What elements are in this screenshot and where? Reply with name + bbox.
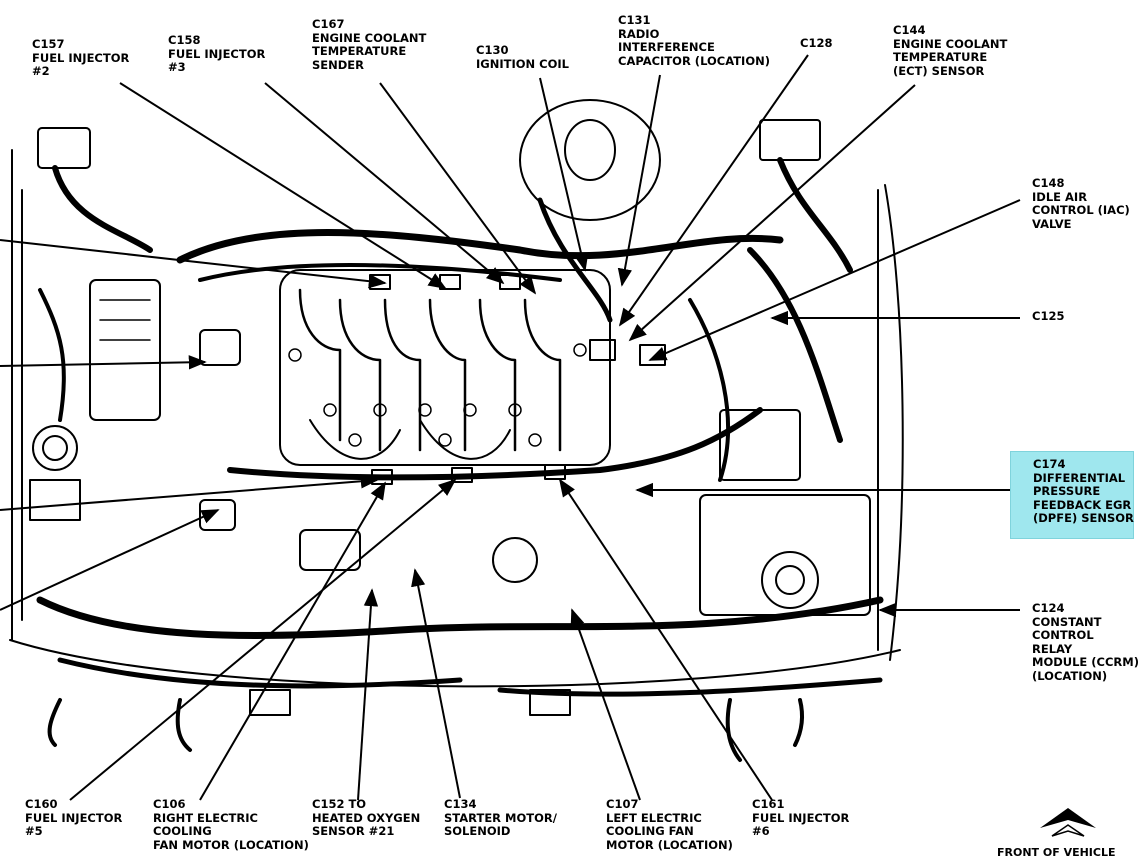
leader-c128 [618,54,809,327]
c174-highlight [1010,451,1134,539]
leader-left-1 [0,239,387,289]
leader-lines [0,54,1021,801]
leader-c107 [570,608,641,801]
engine-artwork [9,99,904,762]
leader-c130 [539,77,589,272]
leader-c144 [628,84,916,342]
front-arrow-icon [1040,808,1096,837]
leader-c160 [69,478,457,801]
leader-c157 [119,82,447,289]
leader-c106 [199,481,386,801]
leader-c152 [357,588,379,801]
leader-c167 [379,82,537,295]
leader-left-4 [0,509,220,611]
leader-left-3 [0,474,379,511]
leader-c148 [648,199,1021,361]
leader-c161 [559,478,773,801]
leader-left-2 [0,355,207,370]
leader-c158 [264,82,505,285]
label-c125: C125 [1032,309,1065,323]
label-front-of-vehicle: FRONT OF VEHICLE [997,846,1116,859]
leader-c134 [411,568,461,799]
label-c128: C128 [800,36,833,50]
leader-c131 [617,74,661,287]
